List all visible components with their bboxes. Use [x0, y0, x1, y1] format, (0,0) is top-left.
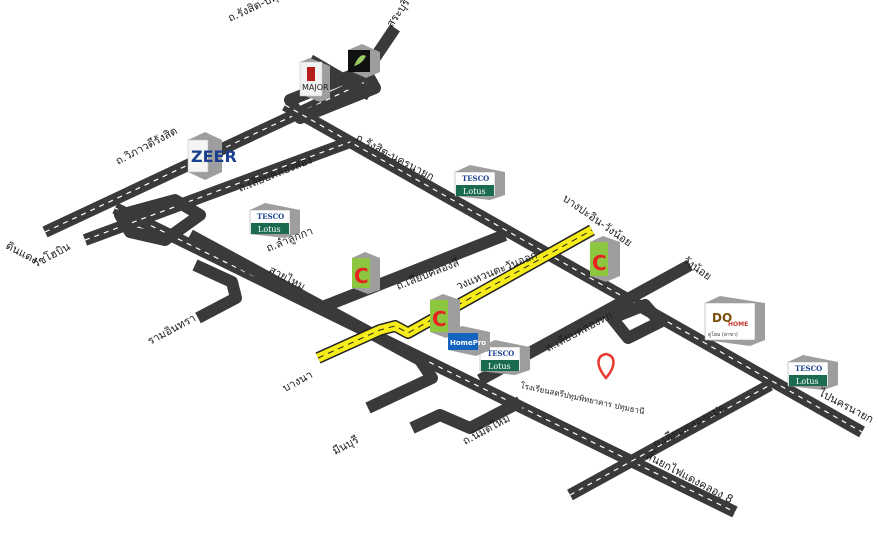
svg-text:TESCO: TESCO [487, 349, 514, 358]
svg-text:C: C [592, 251, 607, 275]
svg-text:TESCO: TESCO [257, 212, 284, 221]
svg-text:HOME: HOME [728, 321, 748, 328]
tesco-lotus-2: TESCO Lotus [249, 203, 300, 238]
label-saraburi: สระบุรี [384, 0, 413, 30]
leaf-icon [354, 55, 366, 66]
road-klong-4 [317, 229, 508, 314]
label-klong-6: ถ.เลียบคลองหก [543, 308, 615, 354]
bigc-marker-2: C [430, 294, 460, 338]
road-loop-right [606, 299, 666, 344]
label-ram-intra: รามอินทรา [145, 311, 198, 347]
svg-text:Lotus: Lotus [796, 377, 819, 386]
svg-text:Lotus: Lotus [258, 225, 281, 234]
svg-text:Lotus: Lotus [463, 187, 486, 196]
svg-text:DO: DO [712, 311, 732, 325]
major-label: MAJOR [302, 83, 329, 92]
road-labels: ถ.รังสิต-ปทุมธานี สระบุรี ถ.วิภาวดีรังสิ… [4, 0, 876, 506]
leaf-brand-marker [348, 44, 380, 78]
homepro-marker: HomePro [448, 326, 490, 356]
road-network [42, 24, 865, 518]
bigc-marker-3: C [590, 236, 620, 282]
svg-text:TESCO: TESCO [462, 174, 489, 183]
label-klong-8: ถ.เลียบคลองแปด [650, 401, 728, 451]
label-vibhavadi: ถ.วิภาวดีรังสิต [113, 124, 179, 168]
bigc-marker-1: C [352, 252, 380, 294]
svg-text:Lotus: Lotus [488, 362, 511, 371]
road-loop-left [114, 194, 206, 246]
label-rangsit-pathum: ถ.รังสิต-ปทุมธานี [226, 0, 305, 25]
road-nimit-mai [409, 396, 523, 434]
zeer-logo: ZEER [191, 147, 237, 166]
tesco-lotus-4: TESCO Lotus [787, 355, 838, 390]
zeer-marker: ZEER [187, 132, 237, 180]
road-lam-luk-ka [187, 229, 438, 414]
svg-text:C: C [432, 307, 447, 331]
svg-text:ดูโฮม (สาขา): ดูโฮม (สาขา) [708, 331, 738, 338]
major-cineplex-marker: MAJOR [299, 58, 330, 102]
tesco-lotus-1: TESCO Lotus [454, 165, 505, 200]
dohome-marker: DO HOME ดูโฮม (สาขา) [704, 296, 765, 346]
label-bang-na: บางนา [280, 368, 315, 395]
svg-text:TESCO: TESCO [795, 364, 822, 373]
label-min-buri: มีนบุรี [330, 433, 361, 458]
map-pin-icon[interactable] [597, 352, 615, 380]
svg-text:C: C [354, 264, 369, 288]
svg-text:HomePro: HomePro [450, 339, 486, 347]
road-ram-intra [192, 259, 242, 324]
expressway [315, 224, 595, 364]
